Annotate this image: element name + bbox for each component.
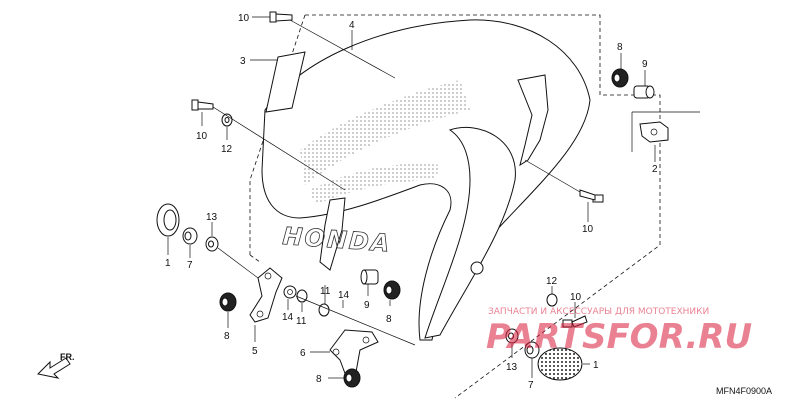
callout-8: 8 xyxy=(386,314,392,325)
callout-9: 9 xyxy=(642,59,648,70)
callout-5: 5 xyxy=(252,346,258,357)
emblem-sticker xyxy=(265,51,306,113)
collar-center-9 xyxy=(360,269,379,285)
callout-10: 10 xyxy=(196,131,208,142)
bracket-inset xyxy=(631,111,700,152)
washer-11b xyxy=(318,303,330,317)
callout-13: 13 xyxy=(206,212,218,223)
callout-4: 4 xyxy=(349,20,355,31)
fr-label: FR. xyxy=(60,352,75,362)
callout-7: 7 xyxy=(528,380,534,391)
grille-cover-right xyxy=(537,347,583,381)
brand-lettering: HONDA xyxy=(282,222,393,258)
callout-8: 8 xyxy=(316,374,322,385)
callout-11: 11 xyxy=(320,286,331,297)
watermark-tagline: ЗАПЧАСТИ И АКСЕССУАРЫ ДЛЯ МОТОТЕХНИКИ xyxy=(488,307,709,317)
callout-1: 1 xyxy=(165,258,171,269)
bolt-top xyxy=(269,11,293,23)
callout-10: 10 xyxy=(238,13,250,24)
callout-10: 10 xyxy=(582,224,594,235)
bolt-lower-right xyxy=(562,315,588,328)
callout-1: 1 xyxy=(593,360,599,371)
callout-8: 8 xyxy=(617,42,623,53)
leader-lines xyxy=(167,16,656,379)
callout-12: 12 xyxy=(221,144,233,155)
callout-8: 8 xyxy=(224,331,230,342)
washer-right-12 xyxy=(546,293,558,307)
watermark-logo: PARTSFOR.RU xyxy=(486,317,752,357)
callout-3: 3 xyxy=(240,56,246,67)
callout-13: 13 xyxy=(506,362,518,373)
washer-right-13 xyxy=(505,328,519,344)
diagram-code: MFN4F0900A xyxy=(716,386,772,396)
nut-14a xyxy=(283,285,297,299)
grommet-top-right xyxy=(611,68,629,88)
grommet-center-8 xyxy=(383,280,401,300)
grommet-lower-8 xyxy=(343,368,361,388)
bolt-right xyxy=(579,189,604,203)
grille-cover-left xyxy=(156,203,180,237)
callout-12: 12 xyxy=(546,276,558,287)
callout-6: 6 xyxy=(300,348,306,359)
bracket-left xyxy=(249,267,283,323)
washer-11a xyxy=(296,289,308,303)
callout-9: 9 xyxy=(364,300,370,311)
callout-14: 14 xyxy=(338,290,350,301)
assembly-outline-inner xyxy=(249,254,261,263)
callout-2: 2 xyxy=(652,164,658,175)
bolt-left xyxy=(191,99,214,111)
grommet-left-8 xyxy=(219,292,237,312)
callout-10: 10 xyxy=(570,292,582,303)
callout-7: 7 xyxy=(187,260,193,271)
grommet-left-7 xyxy=(182,227,198,245)
front-direction-arrow: FR. xyxy=(36,352,75,379)
collar-top-right xyxy=(633,85,655,99)
bracket-lower xyxy=(329,329,379,377)
callout-labels: 10 4 3 8 9 10 12 2 10 13 1 7 11 14 11 14… xyxy=(165,13,658,391)
washer-left-13 xyxy=(205,236,219,252)
callout-14: 14 xyxy=(282,312,294,323)
callout-11: 11 xyxy=(296,316,307,327)
front-fender xyxy=(261,19,591,341)
